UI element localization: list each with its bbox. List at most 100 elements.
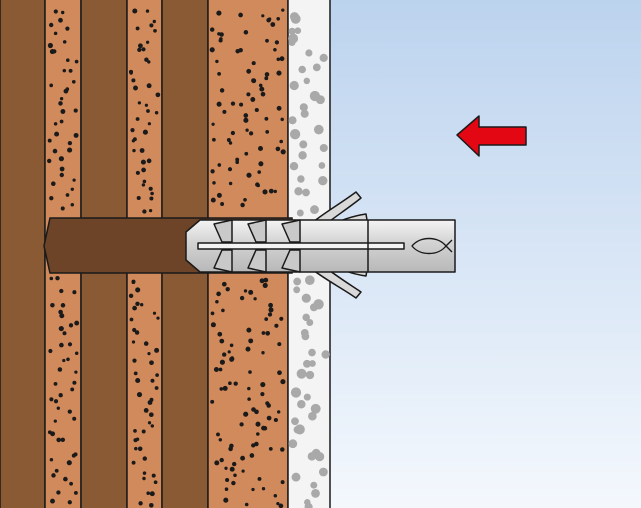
speckle-dot	[49, 83, 54, 88]
speckle-dot	[49, 276, 54, 281]
speckle-dot	[210, 322, 216, 328]
speckle-dot	[129, 317, 134, 322]
speckle-dot	[273, 47, 277, 52]
speckle-dot	[227, 167, 233, 172]
speckle-dot	[50, 498, 55, 504]
speckle-dot	[135, 287, 141, 293]
speckle-dot	[215, 299, 219, 304]
speckle-dot	[301, 293, 311, 303]
speckle-dot	[226, 138, 231, 142]
speckle-dot	[62, 68, 67, 73]
speckle-dot	[264, 317, 269, 321]
speckle-dot	[219, 387, 224, 391]
speckle-dot	[60, 303, 66, 308]
speckle-dot	[66, 58, 70, 62]
speckle-dot	[72, 290, 77, 295]
speckle-dot	[47, 138, 52, 143]
speckle-dot	[238, 12, 243, 18]
speckle-dot	[150, 191, 154, 196]
speckle-dot	[254, 107, 259, 113]
speckle-dot	[72, 380, 77, 385]
fish-logo-icon	[411, 237, 453, 255]
speckle-dot	[227, 350, 231, 354]
speckle-dot	[59, 97, 64, 101]
speckle-dot	[68, 323, 74, 328]
speckle-dot	[66, 460, 72, 466]
speckle-dot	[246, 172, 252, 178]
speckle-dot	[151, 473, 156, 478]
speckle-dot	[132, 148, 136, 153]
speckle-dot	[73, 108, 78, 113]
speckle-dot	[73, 132, 79, 138]
speckle-dot	[294, 424, 305, 435]
speckle-dot	[130, 128, 135, 133]
speckle-dot	[58, 393, 63, 398]
speckle-dot	[49, 196, 54, 201]
speckle-dot	[217, 72, 221, 76]
speckle-dot	[230, 101, 236, 106]
speckle-dot	[141, 47, 146, 52]
speckle-dot	[49, 22, 54, 28]
speckle-dot	[228, 381, 232, 386]
speckle-dot	[235, 157, 240, 162]
speckle-dot	[135, 117, 140, 121]
speckle-dot	[249, 453, 255, 458]
speckle-dot	[319, 53, 328, 63]
speckle-dot	[275, 146, 281, 152]
speckle-dot	[303, 393, 311, 401]
speckle-dot	[251, 78, 255, 83]
speckle-dot	[255, 421, 261, 427]
speckle-dot	[74, 370, 78, 374]
speckle-dot	[65, 193, 70, 197]
speckle-dot	[274, 323, 279, 328]
speckle-dot	[233, 473, 237, 478]
speckle-dot	[62, 40, 67, 44]
speckle-dot	[263, 277, 269, 283]
speckle-dot	[70, 387, 75, 392]
speckle-dot	[289, 161, 299, 171]
speckle-dot	[222, 385, 228, 391]
speckle-dot	[153, 28, 157, 33]
speckle-dot	[232, 461, 237, 467]
speckle-dot	[297, 399, 306, 409]
speckle-dot	[248, 131, 254, 136]
speckle-dot	[305, 49, 313, 57]
speckle-dot	[147, 421, 152, 425]
speckle-dot	[223, 497, 229, 503]
speckle-dot	[228, 181, 233, 186]
speckle-dot	[209, 47, 215, 53]
speckle-dot	[310, 205, 319, 215]
speckle-dot	[67, 409, 72, 414]
speckle-dot	[72, 416, 77, 421]
speckle-dot	[314, 451, 325, 462]
speckle-dot	[139, 148, 145, 153]
speckle-dot	[279, 139, 283, 144]
speckle-dot	[219, 37, 223, 41]
speckle-dot	[219, 32, 224, 37]
speckle-dot	[219, 338, 225, 344]
speckle-dot	[154, 386, 159, 390]
speckle-dot	[67, 140, 73, 146]
speckle-dot	[247, 397, 251, 401]
speckle-dot	[243, 117, 249, 123]
speckle-dot	[210, 311, 215, 316]
speckle-dot	[140, 159, 146, 165]
speckle-dot	[289, 80, 299, 91]
speckle-dot	[132, 358, 137, 363]
speckle-dot	[66, 357, 70, 362]
speckle-dot	[288, 116, 297, 125]
speckle-dot	[58, 309, 63, 315]
speckle-dot	[57, 367, 63, 372]
speckle-dot	[290, 13, 301, 24]
speckle-dot	[288, 39, 296, 46]
speckle-dot	[260, 91, 266, 97]
speckle-dot	[142, 209, 147, 214]
speckle-dot	[251, 487, 255, 492]
speckle-dot	[73, 452, 78, 457]
speckle-dot	[298, 151, 307, 160]
plug-barb	[213, 249, 233, 273]
speckle-dot	[262, 189, 268, 195]
speckle-dot	[74, 59, 79, 64]
speckle-dot	[156, 316, 160, 320]
speckle-dot	[132, 8, 138, 14]
